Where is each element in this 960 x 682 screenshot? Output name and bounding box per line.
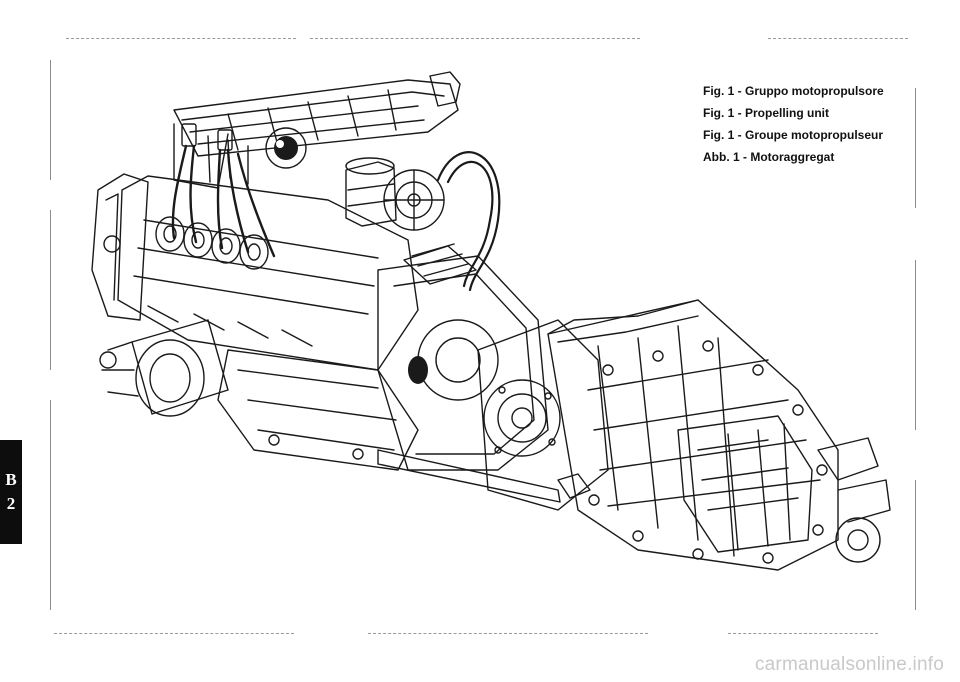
intake-plenum — [173, 71, 461, 157]
right-margin-rule-3 — [915, 480, 916, 610]
output-shaft — [817, 437, 891, 563]
throttle-body — [265, 127, 307, 169]
spark-plug-leads — [171, 144, 276, 258]
top-dashed-rule-left — [66, 38, 296, 39]
injector-rail — [173, 123, 249, 189]
caption-german: Abb. 1 - Motoraggregat — [703, 150, 835, 164]
differential-housing — [477, 319, 609, 511]
starter-motor — [99, 319, 229, 417]
gearbox-casing — [547, 299, 839, 571]
bottom-dashed-rule-middle — [368, 633, 648, 634]
bottom-dashed-rule-left — [54, 633, 294, 634]
left-margin-rule-2 — [50, 210, 51, 370]
drive-tube — [377, 449, 591, 503]
section-tab-number: 2 — [6, 494, 16, 513]
engine-block — [117, 175, 419, 371]
top-dashed-rule-middle — [310, 38, 640, 39]
oil-filter — [345, 157, 397, 227]
section-tab-letter: B — [5, 470, 17, 489]
figure-caption: Fig. 1 - Gruppo motopropulsore Fig. 1 - … — [703, 80, 923, 168]
gearbox-bolts — [588, 340, 828, 564]
section-tab: B 2 — [0, 440, 22, 544]
caption-english: Fig. 1 - Propelling unit — [703, 106, 829, 120]
watermark: carmanualsonline.info — [754, 654, 944, 675]
bell-housing — [377, 243, 549, 471]
engine-gearbox-line-drawing-icon — [91, 71, 891, 571]
right-margin-rule-2 — [915, 260, 916, 430]
caption-italian: Fig. 1 - Gruppo motopropulsore — [703, 84, 884, 98]
alternator — [383, 169, 445, 231]
caption-french: Fig. 1 - Groupe motopropulseur — [703, 128, 883, 142]
timing-cover — [91, 173, 149, 321]
left-margin-rule-1 — [50, 60, 51, 180]
bottom-dashed-rule-right — [728, 633, 878, 634]
right-margin-rule-1 — [915, 88, 916, 208]
top-dashed-rule-right — [768, 38, 908, 39]
coolant-pipe — [436, 151, 501, 292]
gearbox-top-ribs — [547, 299, 699, 343]
left-margin-rule-3 — [50, 400, 51, 610]
